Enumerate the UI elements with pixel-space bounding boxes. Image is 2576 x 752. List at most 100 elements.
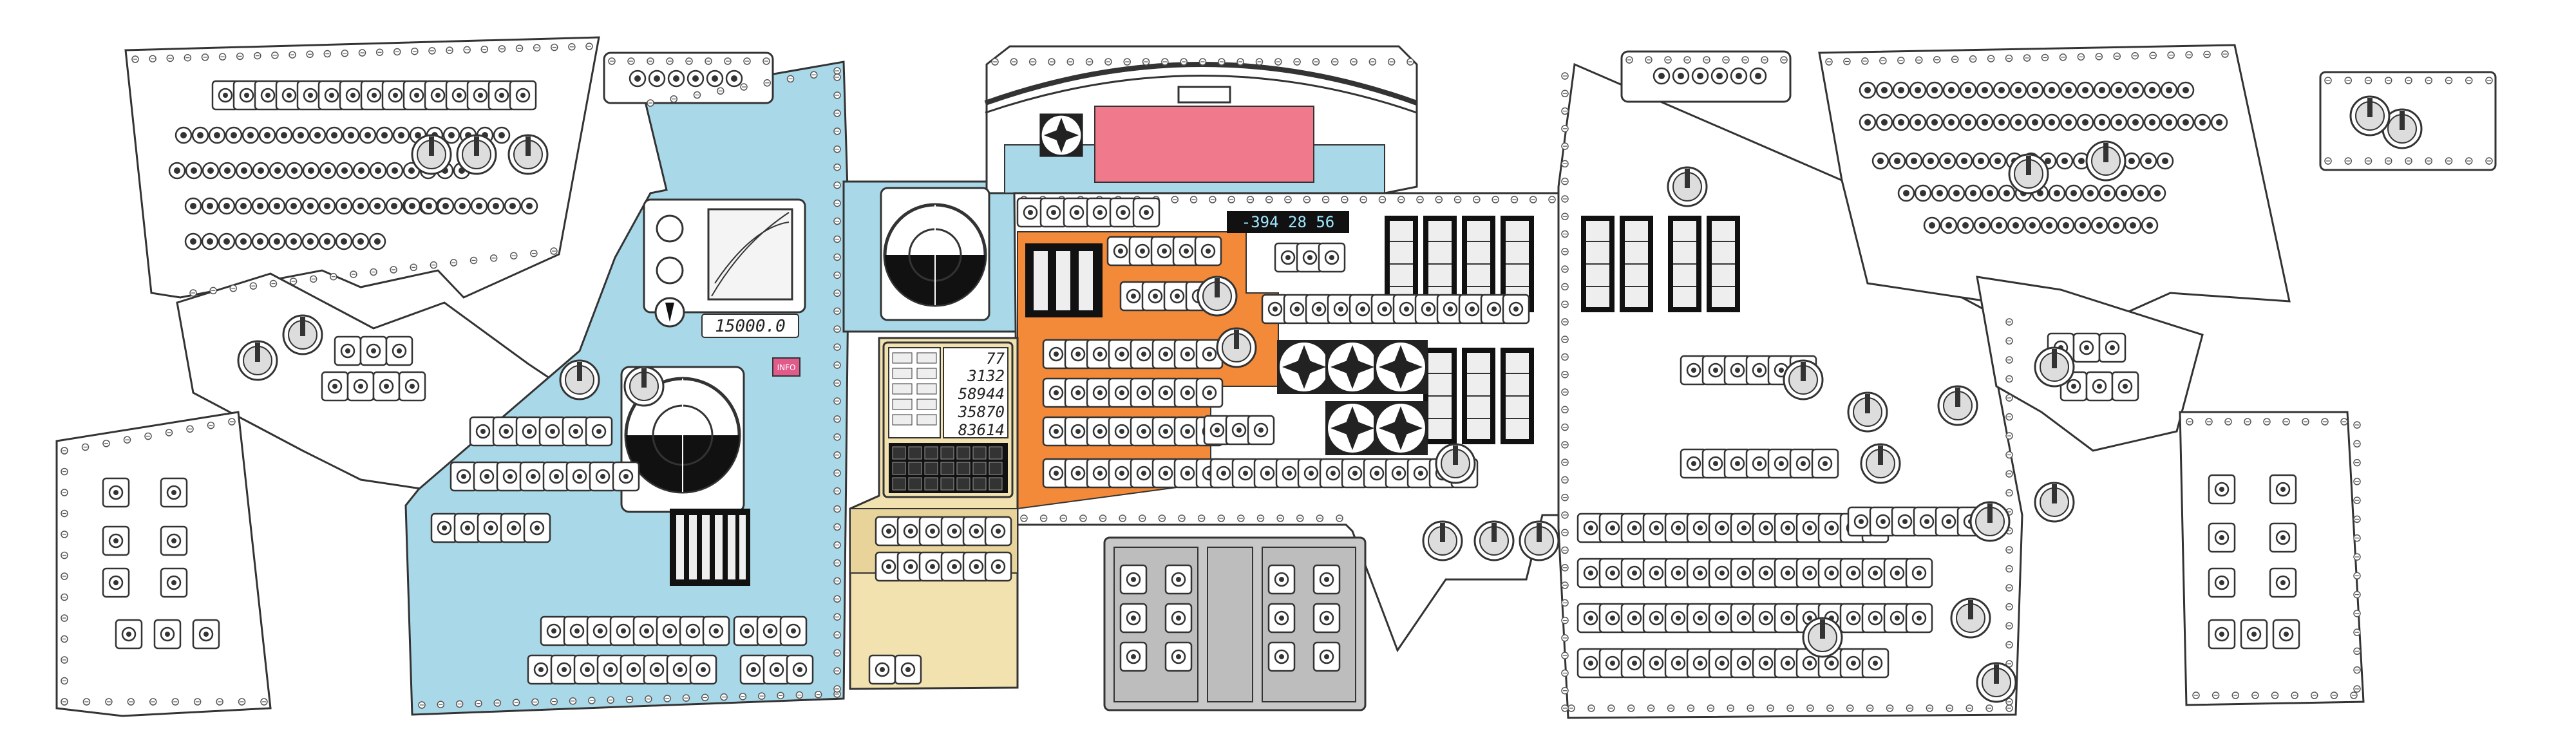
- dsky-key[interactable]: [989, 477, 1003, 491]
- toggle-switch[interactable]: [779, 616, 808, 646]
- toggle-switch[interactable]: [520, 197, 538, 215]
- toggle-switch[interactable]: [1875, 113, 1893, 131]
- toggle-switch[interactable]: [706, 70, 724, 88]
- toggle-switch[interactable]: [102, 477, 130, 508]
- dsky-key[interactable]: [940, 462, 954, 475]
- toggle-switch[interactable]: [184, 232, 202, 250]
- rotary-knob[interactable]: [1937, 385, 1978, 426]
- toggle-switch[interactable]: [687, 70, 705, 88]
- toggle-switch[interactable]: [2072, 332, 2101, 363]
- toggle-switch[interactable]: [2208, 522, 2236, 553]
- toggle-switch[interactable]: [2009, 81, 2027, 99]
- dsky-key[interactable]: [940, 446, 954, 460]
- toggle-switch[interactable]: [1938, 152, 1956, 170]
- toggle-switch[interactable]: [251, 197, 269, 215]
- toggle-switch[interactable]: [1892, 81, 1910, 99]
- toggle-switch[interactable]: [2065, 184, 2083, 202]
- toggle-switch[interactable]: [596, 654, 625, 685]
- rotary-knob[interactable]: [1860, 443, 1901, 484]
- toggle-switch[interactable]: [398, 371, 426, 402]
- toggle-switch[interactable]: [359, 126, 377, 144]
- toggle-switch[interactable]: [2126, 113, 2145, 131]
- toggle-switch[interactable]: [2177, 113, 2195, 131]
- toggle-switch[interactable]: [1942, 81, 1960, 99]
- toggle-switch[interactable]: [1312, 564, 1341, 595]
- toggle-switch[interactable]: [562, 416, 590, 447]
- toggle-switch[interactable]: [1132, 197, 1160, 228]
- toggle-switch[interactable]: [2110, 81, 2128, 99]
- dsky-key[interactable]: [892, 446, 906, 460]
- toggle-switch[interactable]: [191, 126, 209, 144]
- toggle-switch[interactable]: [1267, 564, 1296, 595]
- toggle-switch[interactable]: [1861, 648, 1889, 679]
- toggle-switch[interactable]: [301, 232, 319, 250]
- toggle-switch[interactable]: [1119, 641, 1148, 672]
- toggle-switch[interactable]: [1923, 216, 1941, 234]
- toggle-switch[interactable]: [2123, 152, 2141, 170]
- toggle-switch[interactable]: [1312, 641, 1341, 672]
- toggle-switch[interactable]: [725, 70, 743, 88]
- toggle-switch[interactable]: [2272, 619, 2300, 650]
- toggle-switch[interactable]: [2056, 152, 2074, 170]
- toggle-switch[interactable]: [2026, 81, 2044, 99]
- toggle-switch[interactable]: [629, 70, 647, 88]
- toggle-switch[interactable]: [2081, 184, 2099, 202]
- toggle-switch[interactable]: [509, 80, 537, 111]
- toggle-switch[interactable]: [269, 162, 287, 180]
- toggle-switch[interactable]: [2124, 216, 2142, 234]
- toggle-switch[interactable]: [1972, 152, 1990, 170]
- toggle-switch[interactable]: [609, 616, 638, 646]
- toggle-switch[interactable]: [1955, 152, 1973, 170]
- toggle-switch[interactable]: [1653, 67, 1671, 85]
- toggle-switch[interactable]: [2177, 81, 2195, 99]
- toggle-switch[interactable]: [318, 232, 336, 250]
- toggle-switch[interactable]: [656, 616, 684, 646]
- toggle-switch[interactable]: [1119, 564, 1148, 595]
- toggle-switch[interactable]: [1909, 81, 1927, 99]
- toggle-switch[interactable]: [565, 461, 594, 492]
- toggle-switch[interactable]: [643, 654, 671, 685]
- toggle-switch[interactable]: [492, 416, 520, 447]
- toggle-switch[interactable]: [2269, 522, 2297, 553]
- toggle-switch[interactable]: [2023, 216, 2041, 234]
- toggle-switch[interactable]: [1164, 603, 1193, 634]
- dsky-key[interactable]: [989, 462, 1003, 475]
- toggle-switch[interactable]: [1905, 152, 1923, 170]
- toggle-switch[interactable]: [235, 162, 253, 180]
- rotary-knob[interactable]: [1519, 520, 1560, 561]
- toggle-switch[interactable]: [234, 232, 252, 250]
- toggle-switch[interactable]: [1119, 603, 1148, 634]
- toggle-switch[interactable]: [251, 232, 269, 250]
- toggle-switch[interactable]: [1926, 113, 1944, 131]
- toggle-switch[interactable]: [1859, 113, 1877, 131]
- toggle-switch[interactable]: [1194, 236, 1222, 267]
- toggle-switch[interactable]: [218, 162, 236, 180]
- toggle-switch[interactable]: [1016, 197, 1045, 228]
- rotary-knob[interactable]: [411, 134, 452, 175]
- toggle-switch[interactable]: [1897, 184, 1915, 202]
- dsky-key[interactable]: [924, 477, 938, 491]
- toggle-switch[interactable]: [2060, 113, 2078, 131]
- toggle-switch[interactable]: [2048, 184, 2066, 202]
- attitude-set-knob[interactable]: [559, 359, 600, 400]
- toggle-switch[interactable]: [523, 512, 551, 543]
- toggle-switch[interactable]: [1247, 415, 1275, 446]
- rotary-knob[interactable]: [2085, 140, 2126, 182]
- dsky-key[interactable]: [972, 477, 987, 491]
- toggle-switch[interactable]: [1905, 603, 1933, 634]
- toggle-switch[interactable]: [542, 461, 571, 492]
- dsky-key[interactable]: [892, 462, 906, 475]
- toggle-switch[interactable]: [430, 512, 459, 543]
- toggle-switch[interactable]: [1931, 184, 1949, 202]
- toggle-switch[interactable]: [218, 197, 236, 215]
- toggle-switch[interactable]: [473, 461, 501, 492]
- toggle-switch[interactable]: [1195, 377, 1224, 408]
- toggle-switch[interactable]: [487, 197, 505, 215]
- toggle-switch[interactable]: [234, 197, 252, 215]
- rotary-knob[interactable]: [1422, 520, 1463, 561]
- toggle-switch[interactable]: [1959, 81, 1977, 99]
- toggle-switch[interactable]: [1267, 603, 1296, 634]
- toggle-switch[interactable]: [2160, 81, 2178, 99]
- toggle-switch[interactable]: [540, 616, 568, 646]
- toggle-switch[interactable]: [2040, 216, 2058, 234]
